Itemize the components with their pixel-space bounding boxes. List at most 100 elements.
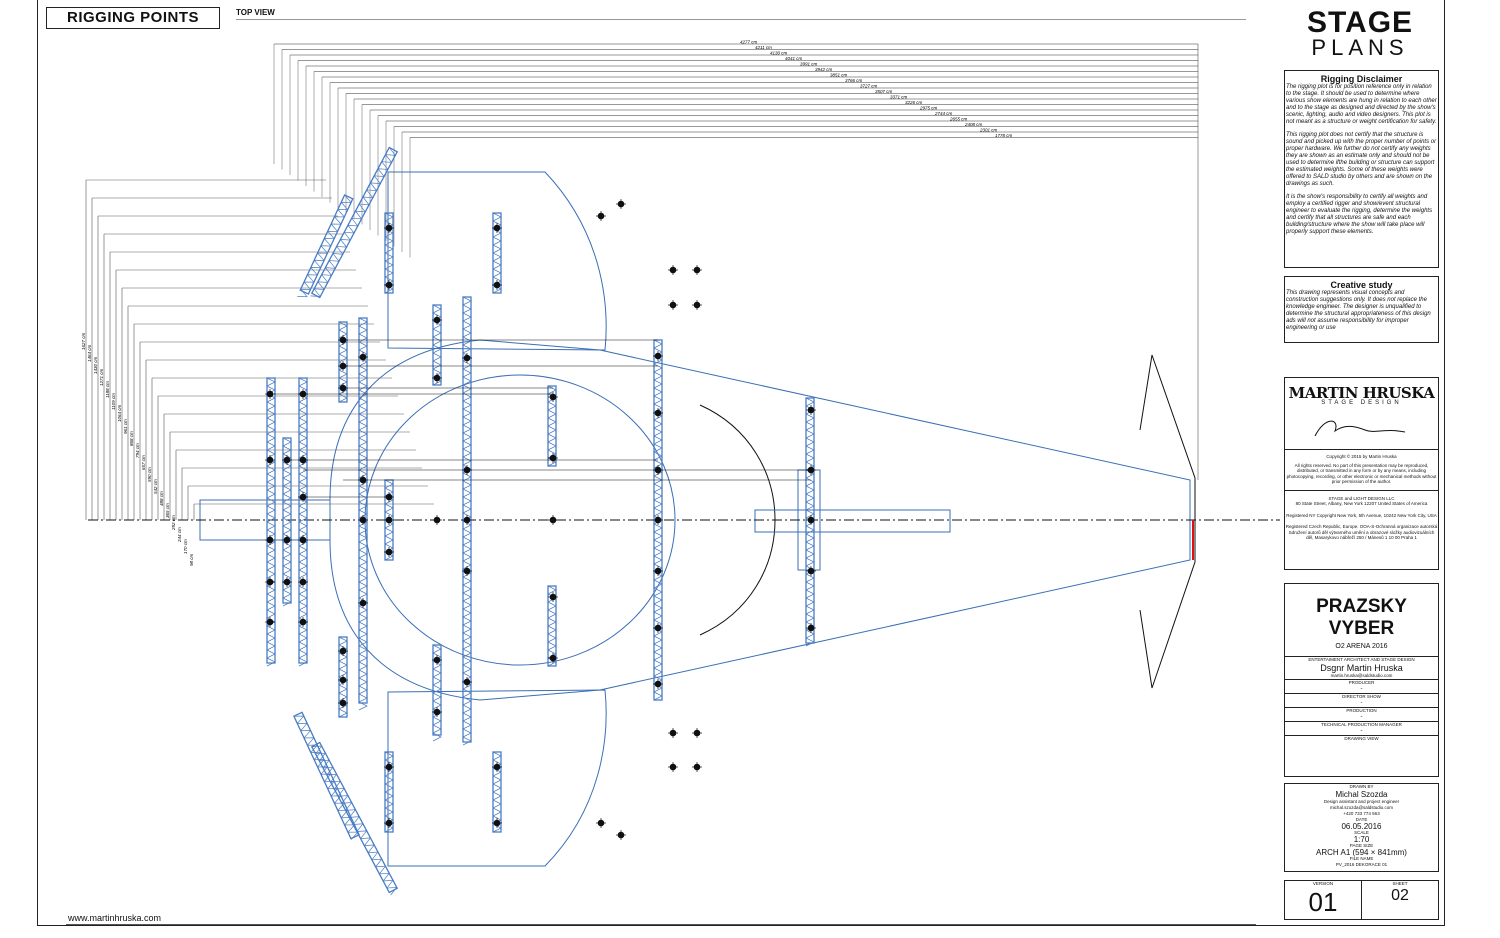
rigging-point-icon	[384, 762, 394, 772]
rigging-point-icon	[384, 515, 394, 525]
dimension-label-h: 3371 cm	[890, 95, 908, 100]
truss-section	[358, 317, 368, 711]
dimension-label-v: 170 cm	[183, 539, 188, 554]
rigging-point-icon	[462, 566, 472, 576]
dimension-label-h: 2744 cm	[934, 111, 953, 116]
rigging-point-icon	[806, 515, 816, 525]
dimension-label-h: 3991 cm	[800, 62, 818, 67]
rigging-point-icon	[668, 300, 678, 310]
center-walkway	[754, 509, 951, 533]
truss-section	[492, 751, 502, 833]
rigging-point-icon	[384, 547, 394, 557]
disclaimer-title: Rigging Disclaimer	[1320, 74, 1403, 84]
drawn-by-label: DRAWN BY	[1349, 784, 1374, 789]
disclaimer-p3: It is the show's responsibility to certi…	[1286, 194, 1433, 235]
sheet-cell: SHEET 02	[1362, 881, 1438, 919]
disclaimer-p2: This rigging plot does not certify that …	[1286, 132, 1437, 187]
dimension-label-h: 3226 cm	[905, 100, 923, 105]
rigging-point-icon	[653, 408, 663, 418]
truss-section	[293, 711, 360, 840]
truss-section	[384, 751, 394, 833]
dimension-label-v: 868 cm	[129, 431, 134, 446]
tpm-label: TECHNICAL PRODUCTION MANAGER	[1321, 722, 1402, 727]
creative-title: Creative study	[1330, 280, 1393, 290]
rigging-point-icon	[668, 762, 678, 772]
rigging-point-icon	[596, 211, 606, 221]
truss-section	[432, 304, 442, 386]
creative-text: This drawing represents visual concepts …	[1286, 290, 1431, 331]
rigging-point-icon	[653, 623, 663, 633]
truss-section	[297, 194, 354, 298]
rigging-point-icon	[548, 453, 558, 463]
creative-study-box: Creative study This drawing represents v…	[1284, 276, 1439, 343]
rigging-point-icon	[492, 223, 502, 233]
scale-label: SCALE	[1354, 830, 1369, 835]
rigging-point-icon	[692, 762, 702, 772]
company-name: STAGE and LIGHT DESIGN LLC	[1328, 495, 1395, 501]
page-size-label: PAGE SIZE	[1349, 843, 1374, 848]
rigging-point-icon	[298, 577, 308, 587]
dimension-label-v: 365 cm	[165, 503, 170, 518]
website-link[interactable]: www.martinhruska.com	[68, 913, 162, 923]
rigging-point-icon	[492, 762, 502, 772]
sheet-value: 02	[1391, 887, 1409, 904]
signature-icon	[1314, 420, 1406, 437]
rigging-point-icon	[806, 405, 816, 415]
dimension-label-h: 4041 cm	[785, 56, 803, 61]
arrow-head	[1139, 354, 1196, 689]
rigging-point-icon	[692, 728, 702, 738]
rigging-points	[265, 199, 816, 840]
rigging-point-icon	[668, 728, 678, 738]
rigging-point-icon	[462, 515, 472, 525]
version-cell: VERSION 01	[1285, 881, 1362, 919]
truss-section	[462, 296, 472, 746]
rigging-point-icon	[282, 535, 292, 545]
truss-group	[266, 146, 815, 896]
producer-label: PRODUCER	[1348, 680, 1375, 685]
rigging-point-icon	[358, 352, 368, 362]
date-value: 06.05.2016	[1341, 822, 1382, 831]
drawing-title: RIGGING POINTS	[46, 7, 220, 29]
dimension-label-h: 3766 cm	[845, 78, 863, 83]
dimension-label-v: 1064 cm	[117, 404, 122, 422]
production-value: -	[1360, 714, 1363, 720]
rigging-point-icon	[653, 515, 663, 525]
stage-structure	[199, 171, 1196, 867]
dimension-label-h: 1778 cm	[995, 133, 1013, 138]
rigging-point-icon	[432, 315, 442, 325]
dimension-label-h: 3942 cm	[815, 67, 833, 72]
rigging-point-icon	[548, 392, 558, 402]
truss-section	[547, 385, 557, 467]
dimension-label-h: 4277 cm	[740, 40, 758, 45]
lower-side-wing	[387, 689, 607, 867]
dimension-label-h: 2408 cm	[964, 122, 983, 127]
dimension-label-h: 4130 cm	[770, 51, 788, 56]
dimension-label-h: 4211 cm	[755, 45, 772, 50]
truss-section	[492, 212, 502, 294]
truss-section	[338, 636, 348, 718]
truss-section	[310, 146, 399, 299]
rigging-point-icon	[432, 707, 442, 717]
director-value: -	[1360, 700, 1363, 706]
dimension-label-v: 1464 cm	[87, 344, 92, 362]
rigging-point-icon	[265, 535, 275, 545]
disclaimer-p1: The rigging plot is for position referen…	[1286, 84, 1437, 125]
rigging-point-icon	[338, 698, 348, 708]
dimension-label-h: 3507 cm	[875, 89, 893, 94]
director-label: DIRECTOR SHOW	[1342, 694, 1381, 699]
rigging-point-icon	[358, 515, 368, 525]
author-box: MARTIN HRUSKA STAGE DESIGN Copyright © 2…	[1284, 377, 1439, 570]
rigging-point-icon	[653, 679, 663, 689]
rights-text: All rights reserved. No part of this pre…	[1286, 462, 1437, 485]
page-size-value: ARCH A1 (594 × 841mm)	[1316, 848, 1407, 857]
dimension-label-v: 244 cm	[177, 527, 182, 543]
dimension-label-h: 3727 cm	[860, 84, 878, 89]
rigging-point-icon	[616, 830, 626, 840]
rigging-point-icon	[432, 515, 442, 525]
drawn-by-name: Michal Szozda	[1335, 790, 1388, 799]
brand-logo: MARTIN HRUSKA	[1288, 384, 1435, 402]
rigging-point-icon	[548, 592, 558, 602]
rigging-point-icon	[668, 265, 678, 275]
